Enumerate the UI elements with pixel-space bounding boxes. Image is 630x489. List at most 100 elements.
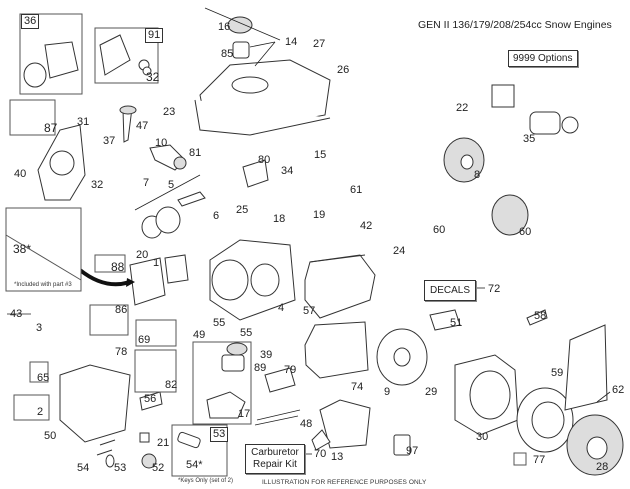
callout-4[interactable]: 4: [278, 302, 285, 314]
options-button[interactable]: 9999 Options: [508, 50, 578, 67]
callout-42[interactable]: 42: [360, 220, 373, 232]
callout-51[interactable]: 51: [450, 317, 463, 329]
kit-label-77[interactable]: 77: [533, 454, 546, 466]
fuel-tank[interactable]: [194, 59, 331, 136]
callout-40[interactable]: 40: [14, 168, 27, 180]
callout-70[interactable]: 70: [314, 448, 327, 460]
callout-79[interactable]: 79: [284, 364, 297, 376]
callout-29[interactable]: 29: [425, 386, 438, 398]
callout-47[interactable]: 47: [136, 120, 149, 132]
callout-52[interactable]: 52: [152, 462, 165, 474]
callout-10[interactable]: 10: [155, 137, 168, 149]
callout-16[interactable]: 16: [218, 21, 231, 33]
callout-19[interactable]: 19: [313, 209, 326, 221]
callout-54[interactable]: 54: [77, 462, 90, 474]
blower-housing[interactable]: [454, 354, 519, 436]
fuel-strainer[interactable]: [232, 41, 250, 59]
callout-81[interactable]: 81: [189, 147, 202, 159]
callout-48[interactable]: 48: [300, 418, 313, 430]
muffler-guard[interactable]: [304, 254, 376, 319]
callout-60-wire[interactable]: 60: [433, 224, 446, 236]
callout-78[interactable]: 78: [115, 346, 128, 358]
footer-disclaimer: ILLUSTRATION FOR REFERENCE PURPOSES ONLY: [262, 479, 427, 486]
kit-label-38[interactable]: 38*: [13, 242, 32, 256]
kit-label-2[interactable]: 2: [37, 406, 44, 418]
callout-14[interactable]: 14: [285, 36, 298, 48]
kit-label-82[interactable]: 82: [165, 379, 178, 391]
callout-27[interactable]: 27: [313, 38, 326, 50]
callout-21[interactable]: 21: [157, 437, 170, 449]
callout-5[interactable]: 5: [168, 179, 175, 191]
callout-97[interactable]: 97: [406, 445, 419, 457]
callout-50[interactable]: 50: [44, 430, 57, 442]
kit-label-86[interactable]: 86: [115, 304, 128, 316]
callout-34[interactable]: 34: [281, 165, 294, 177]
callout-25[interactable]: 25: [236, 204, 249, 216]
callout-57[interactable]: 57: [303, 305, 316, 317]
recoil-starter[interactable]: [566, 414, 624, 476]
callout-85[interactable]: 85: [221, 48, 234, 60]
kit-label-87[interactable]: 87: [44, 121, 58, 135]
callout-58[interactable]: 58: [534, 310, 547, 322]
callout-56[interactable]: 56: [144, 393, 157, 405]
callout-22[interactable]: 22: [456, 102, 469, 114]
callout-43[interactable]: 43: [10, 308, 23, 320]
flywheel[interactable]: [443, 137, 485, 183]
callout-18[interactable]: 18: [273, 213, 286, 225]
callout-24[interactable]: 24: [393, 245, 406, 257]
callout-32[interactable]: 32: [91, 179, 104, 191]
kit-label-32[interactable]: 32: [146, 70, 160, 84]
callout-39[interactable]: 39: [260, 349, 273, 361]
flywheel-fan[interactable]: [376, 328, 428, 386]
carburetor-repair-kit-button[interactable]: Carburetor Repair Kit: [245, 444, 305, 474]
callout-60-stator[interactable]: 60: [519, 226, 532, 238]
callout-35[interactable]: 35: [523, 133, 536, 145]
piston-assembly[interactable]: [141, 191, 206, 239]
callout-23[interactable]: 23: [163, 106, 176, 118]
callout-61[interactable]: 61: [350, 184, 363, 196]
callout-6[interactable]: 6: [213, 210, 220, 222]
callout-80[interactable]: 80: [258, 154, 271, 166]
kit-label-91[interactable]: 91: [145, 28, 164, 43]
callout-13[interactable]: 13: [331, 451, 344, 463]
callout-55-rod[interactable]: 55: [240, 327, 253, 339]
callout-3[interactable]: 3: [36, 322, 43, 334]
callout-7[interactable]: 7: [143, 177, 150, 189]
crankcase-cover[interactable]: [37, 124, 86, 201]
kit-label-54-keys[interactable]: 54*: [186, 459, 203, 471]
decals-button[interactable]: DECALS: [424, 280, 477, 301]
cylinder-head[interactable]: [129, 257, 166, 306]
kit-label-36[interactable]: 36: [21, 14, 40, 29]
callout-74[interactable]: 74: [351, 381, 364, 393]
kit-label-88[interactable]: 88: [111, 260, 125, 274]
callout-89[interactable]: 89: [254, 362, 267, 374]
callout-49[interactable]: 49: [193, 329, 206, 341]
callout-31[interactable]: 31: [77, 116, 90, 128]
muffler[interactable]: [311, 399, 371, 451]
callout-55-pin[interactable]: 55: [213, 317, 226, 329]
callout-9[interactable]: 9: [384, 386, 391, 398]
callout-8[interactable]: 8: [474, 169, 481, 181]
crankshaft[interactable]: [149, 144, 187, 171]
keys-note: *Keys Only (set of 2): [178, 478, 234, 484]
callout-17[interactable]: 17: [238, 408, 251, 420]
engine-shroud[interactable]: [59, 364, 131, 443]
electric-starter[interactable]: [491, 84, 579, 135]
oil-fill-tube[interactable]: [119, 105, 137, 143]
callout-26[interactable]: 26: [337, 64, 350, 76]
callout-15[interactable]: 15: [314, 149, 327, 161]
kit-label-53[interactable]: 53: [210, 427, 229, 442]
callout-62[interactable]: 62: [612, 384, 625, 396]
callout-59[interactable]: 59: [551, 367, 564, 379]
engine-block[interactable]: [209, 239, 296, 321]
callout-72[interactable]: 72: [488, 283, 501, 295]
callout-28[interactable]: 28: [596, 461, 609, 473]
callout-30[interactable]: 30: [476, 431, 489, 443]
fuel-cap[interactable]: [227, 16, 253, 34]
callout-20[interactable]: 20: [136, 249, 149, 261]
kit-label-65[interactable]: 65: [37, 372, 50, 384]
callout-1[interactable]: 1: [153, 257, 160, 269]
kit-label-69[interactable]: 69: [138, 334, 151, 346]
callout-37[interactable]: 37: [103, 135, 116, 147]
callout-53[interactable]: 53: [114, 462, 127, 474]
